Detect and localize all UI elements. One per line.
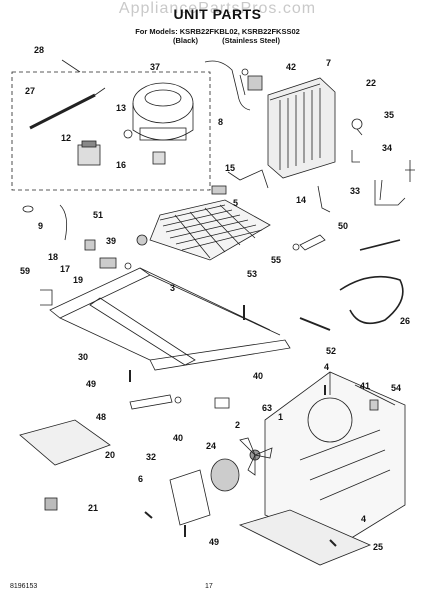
- spring: [44, 497, 58, 511]
- drier: [29, 93, 96, 130]
- screw: [144, 511, 153, 519]
- callout-40b: 40: [173, 433, 184, 443]
- callout-51: 51: [93, 210, 104, 220]
- finish-labels: (Black) (Stainless Steel): [0, 36, 435, 45]
- callout-59: 59: [20, 266, 31, 276]
- callout-26: 26: [400, 316, 411, 326]
- compressor: [123, 82, 194, 141]
- callout-25: 25: [373, 542, 384, 552]
- callout-16: 16: [116, 160, 127, 170]
- callout-41: 41: [360, 381, 371, 391]
- drain-pan: [19, 419, 111, 466]
- rod: [317, 185, 331, 213]
- models-line: For Models: KSRB22FKBL02, KSRB22FKSS02: [135, 27, 300, 36]
- wire-harness: [339, 239, 404, 325]
- evaporator-coil: [149, 199, 271, 261]
- grommet: [351, 118, 363, 130]
- callout-5: 5: [233, 198, 239, 208]
- callout-4b: 4: [361, 514, 367, 524]
- bracket: [129, 394, 173, 410]
- callout-18: 18: [48, 252, 59, 262]
- callout-28: 28: [34, 45, 45, 55]
- tube: [227, 169, 269, 189]
- watermark: AppliancePartsPros.com: [118, 0, 317, 17]
- condenser: [267, 77, 336, 179]
- callout-13: 13: [116, 103, 127, 113]
- bracket: [351, 150, 360, 163]
- start-device: [152, 151, 166, 165]
- callout-8: 8: [218, 117, 224, 127]
- compressor-group-box: [11, 71, 211, 191]
- screw: [329, 539, 337, 547]
- connector: [99, 257, 117, 269]
- callout-24: 24: [206, 441, 217, 451]
- callout-19: 19: [73, 275, 84, 285]
- callout-49: 49: [86, 379, 97, 389]
- callout-22: 22: [366, 78, 377, 88]
- callout-35: 35: [384, 110, 395, 120]
- callout-9: 9: [38, 221, 44, 231]
- callout-15: 15: [225, 163, 236, 173]
- callout-37: 37: [150, 62, 161, 72]
- fan-motor: [210, 458, 240, 492]
- callout-50: 50: [338, 221, 349, 231]
- callout-49b: 49: [209, 537, 220, 547]
- callout-55: 55: [271, 255, 282, 265]
- callout-52: 52: [326, 346, 337, 356]
- callout-3: 3: [170, 283, 176, 293]
- callout-17: 17: [60, 264, 71, 274]
- callout-40: 40: [253, 371, 264, 381]
- callout-54: 54: [391, 383, 402, 393]
- callout-53: 53: [247, 269, 258, 279]
- callout-42: 42: [286, 62, 297, 72]
- clip: [369, 399, 379, 411]
- finish-stainless: (Stainless Steel): [222, 36, 281, 45]
- callout-32: 32: [146, 452, 157, 462]
- callout-1: 1: [278, 412, 284, 422]
- page-title: UNIT PARTS: [173, 6, 262, 22]
- bracket: [299, 234, 326, 251]
- callout-39: 39: [106, 236, 117, 246]
- callout-48: 48: [96, 412, 107, 422]
- callout-20: 20: [105, 450, 116, 460]
- callout-7: 7: [326, 58, 332, 68]
- plug: [22, 205, 34, 213]
- grommet: [136, 234, 148, 246]
- callout-34: 34: [382, 143, 393, 153]
- model-info: For Models: KSRB22FKBL02, KSRB22FKSS02 (…: [0, 27, 435, 45]
- tube: [204, 60, 251, 111]
- callout-21: 21: [88, 503, 99, 513]
- footer-part-code: 8196153: [10, 583, 38, 590]
- footer-page-number: 17: [205, 583, 213, 590]
- callout-14: 14: [296, 195, 307, 205]
- bracket: [40, 289, 53, 306]
- terminal-block: [247, 75, 263, 91]
- motor-bracket: [169, 469, 211, 526]
- base-frame: [49, 267, 291, 371]
- drain-pan: [238, 509, 372, 566]
- tube: [59, 204, 68, 241]
- callout-63: 63: [262, 403, 273, 413]
- rod: [299, 317, 331, 331]
- fan-blade: [239, 437, 273, 476]
- fan-shroud: [264, 371, 406, 546]
- tube: [374, 179, 406, 206]
- clip: [211, 185, 227, 195]
- callout-12: 12: [61, 133, 72, 143]
- callout-30: 30: [78, 352, 89, 362]
- callout-2: 2: [235, 420, 241, 430]
- callout-27: 27: [25, 86, 36, 96]
- callout-33: 33: [350, 186, 361, 196]
- callout-4: 4: [324, 362, 330, 372]
- connector: [84, 239, 96, 251]
- grommet: [214, 397, 230, 409]
- relay: [77, 144, 101, 166]
- leader: [61, 59, 81, 73]
- finish-black: (Black): [172, 36, 198, 45]
- callout-6: 6: [138, 474, 144, 484]
